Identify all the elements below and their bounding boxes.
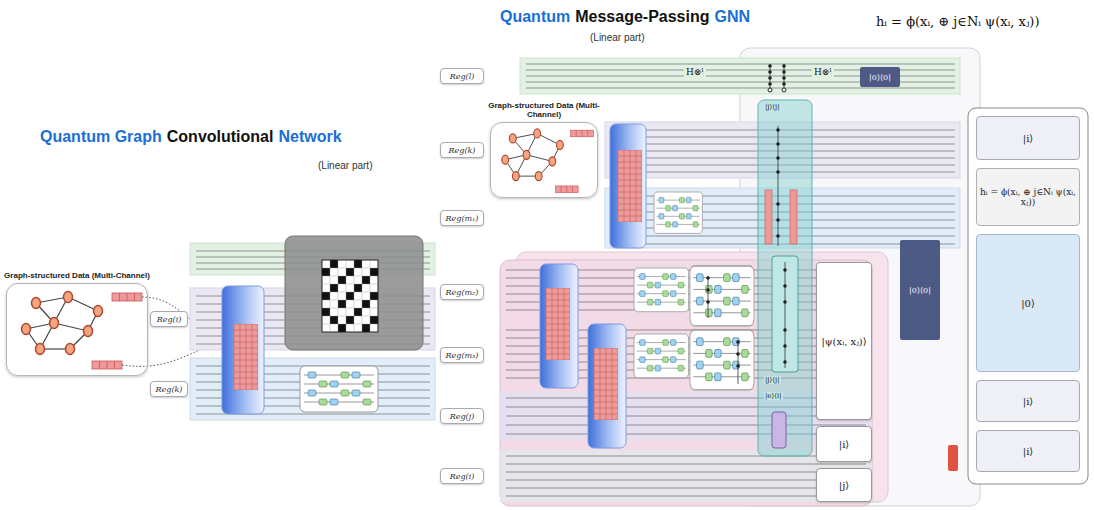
state-box: |j⟩ [816,468,872,502]
graph-data-box: Graph-structured Data (Multi-Channel) [6,283,148,376]
register-label: Reg(i) [440,468,484,484]
graph-data-box: Graph-structured Data (Multi-Channel) [490,122,598,198]
register-label: Reg(i) [150,311,188,327]
node-text: |i⟩ [1023,133,1033,144]
heading-word: Quantum Graph [40,128,162,146]
state-panel: |ψ(xᵢ, xⱼ)⟩ [816,262,872,420]
node-text: Reg(l) [450,72,475,81]
operator-label: |j⟩⟨j| [764,376,781,384]
output-panel [948,108,1088,484]
node-text: Graph-structured Data (Multi-Channel) [0,271,155,281]
register-label: Reg(m₁) [440,210,484,226]
subtitle: (Linear part) [318,160,372,171]
node-text: |j⟩ [839,480,849,491]
node-text: |0⟩⟨0| [909,286,931,295]
register-label: Reg(l) [440,68,484,84]
heading-word: Quantum [500,8,570,26]
operator-label: |e⟩⟨i| [764,392,783,400]
node-text: Graph-structured Data (Multi-Channel) [483,101,605,120]
left-encoder [222,286,264,414]
node-text: Reg(m₂) [446,288,479,297]
node-text: Reg(i) [450,472,475,481]
state-box: |i⟩ [816,426,872,462]
controlled-ops [758,64,812,456]
node-text: |ψ(xᵢ, xⱼ)⟩ [821,336,866,347]
heading-word: GNN [715,8,751,26]
node-text: Reg(i) [157,315,182,324]
heading-word: Convolutional [167,128,274,146]
node-text: |0⟩ [1021,298,1035,309]
register-label: Reg(m₂) [440,284,484,300]
right-registers [500,58,960,506]
register-label: Reg(k) [150,381,188,397]
output-state: |0⟩ [976,234,1080,372]
register-label: Reg(j) [440,408,484,424]
node-text: Reg(j) [450,412,475,421]
output-state: |i⟩ [976,380,1080,422]
heading: Quantum Graph ConvolutionalNetwork [40,128,342,146]
heading: Quantum Message-Passing GNN [500,8,750,26]
register-label: Reg(k) [440,142,484,158]
heading-word: Network [278,128,341,146]
output-state: |i⟩ [976,430,1080,472]
node-text: Reg(k) [449,146,476,155]
node-text: |i⟩ [1023,396,1033,407]
formula: hᵢ = ϕ(xᵢ, ⊕ j∈Nᵢ ψ(xᵢ, xⱼ)) [876,14,1039,29]
operator-label: |j⟩⟨j| [764,103,781,111]
register-label: Reg(m₃) [440,347,484,363]
output-state: |i⟩ [976,116,1080,160]
right-circuits [634,192,754,390]
right-encoders [540,124,646,448]
gate-label: H⊗ˡ [684,67,706,77]
adjacency-block [285,236,423,350]
projector-box: |0⟩⟨0| [900,240,940,340]
heading-word: Message-Passing [575,8,709,26]
projector-box: |0⟩⟨0| [860,67,900,87]
node-text: Reg(m₃) [446,351,479,360]
left-graph [22,292,219,370]
node-text: |i⟩ [1023,446,1033,457]
node-text: |0⟩⟨0| [869,73,891,82]
node-text: Reg(m₁) [446,214,479,223]
subtitle: (Linear part) [590,32,644,43]
node-text: hᵢ = ϕ(xᵢ, ⊕ j∈Nᵢ ψ(xᵢ, xⱼ)) [980,187,1076,207]
node-text: |i⟩ [839,439,849,450]
formula-box: hᵢ = ϕ(xᵢ, ⊕ j∈Nᵢ ψ(xᵢ, xⱼ)) [976,168,1080,226]
gate-label: H⊗ˡ [812,67,834,77]
left-circuit [300,366,378,412]
node-text: Reg(k) [156,385,183,394]
